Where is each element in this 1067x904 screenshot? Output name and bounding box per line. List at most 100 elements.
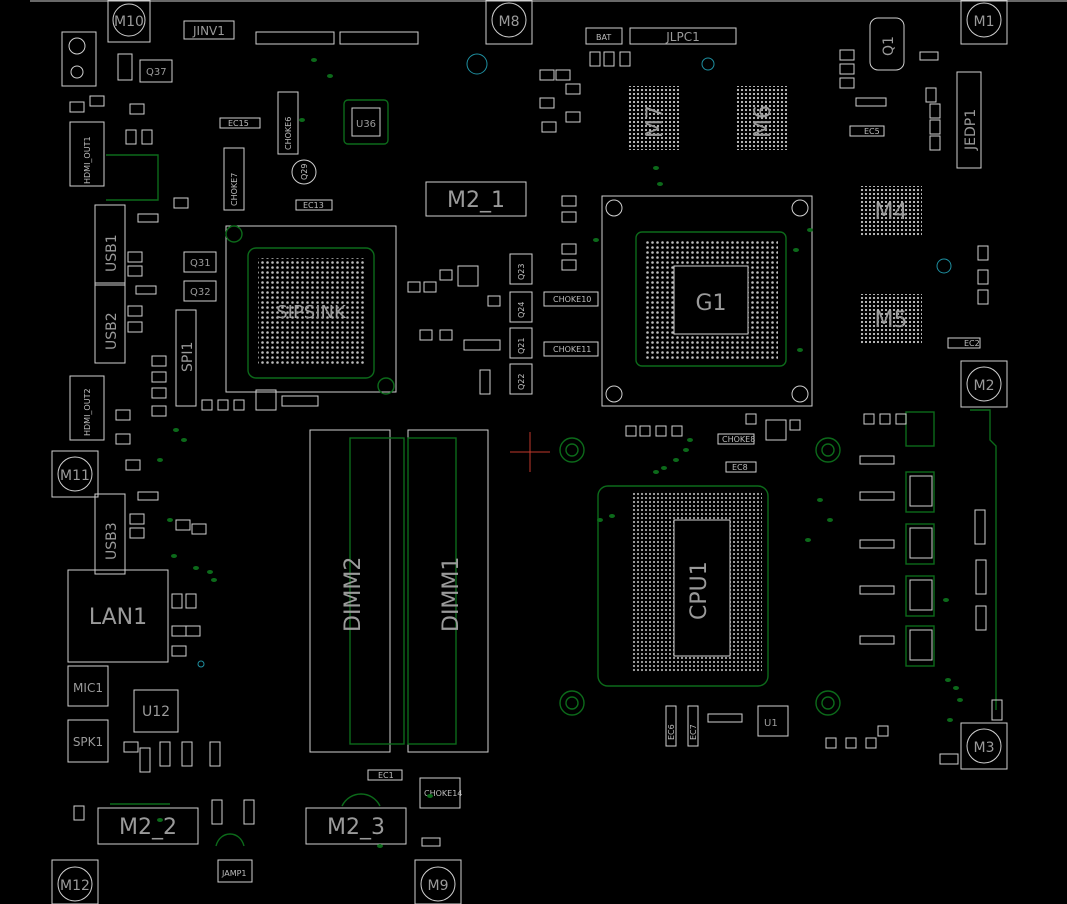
svg-text:SPI1: SPI1: [180, 342, 196, 372]
svg-text:U1: U1: [764, 718, 778, 729]
mount-hole-m11: M11: [51, 450, 99, 498]
choke11: CHOKE11: [543, 341, 599, 357]
via-pad: [327, 74, 333, 78]
svg-text:EC6: EC6: [667, 724, 676, 740]
via-pad: [817, 498, 823, 502]
cursor-crosshair: [510, 432, 550, 472]
q1-transistor: Q1: [869, 17, 905, 71]
passive-component: [839, 77, 855, 89]
ec2-capacitor: EC2: [947, 337, 981, 349]
hdmi-out2-connector: HDMI_OUT2: [69, 375, 105, 441]
mount-hole-m9: M9: [414, 859, 462, 904]
svg-text:Q21: Q21: [517, 338, 526, 354]
q23-transistor: Q23: [509, 253, 533, 285]
passive-component: [89, 95, 105, 107]
passive-component: [129, 513, 145, 525]
passive-component: [707, 713, 743, 723]
passive-component: [463, 339, 501, 351]
g1-chipset: G1: [601, 195, 813, 407]
passive-component: [929, 135, 941, 151]
passive-component: [877, 725, 889, 737]
svg-text:EC5: EC5: [864, 127, 880, 136]
q37-transistor: Q37: [139, 59, 173, 83]
passive-component: [115, 433, 131, 445]
passive-component: [865, 737, 877, 749]
mic1-jack: MIC1: [67, 665, 109, 707]
q24-transistor: Q24: [509, 291, 533, 323]
via-pad: [947, 718, 953, 722]
via-pad: [661, 466, 667, 470]
passive-component: [151, 355, 167, 367]
passive-component: [135, 285, 157, 295]
q29-transistor: Q29: [291, 159, 317, 185]
ec1-capacitor: EC1: [367, 769, 403, 781]
passive-component: [639, 425, 651, 437]
choke7: CHOKE7: [223, 147, 245, 211]
via-pad: [957, 698, 963, 702]
via-pad: [609, 514, 615, 518]
svg-text:Q24: Q24: [517, 302, 526, 318]
svg-text:Q22: Q22: [517, 374, 526, 390]
passive-component: [281, 395, 319, 407]
passive-component: [457, 265, 479, 287]
svg-text:HDMI_OUT2: HDMI_OUT2: [83, 388, 92, 436]
passive-component: [845, 737, 857, 749]
via-pad: [157, 818, 163, 822]
mount-hole-m2: M2: [960, 360, 1008, 408]
passive-component: [123, 741, 139, 753]
via-pad: [657, 182, 663, 186]
passive-component: [211, 799, 223, 825]
passive-component: [73, 805, 85, 821]
usb2-connector: USB2: [94, 282, 126, 364]
passive-component: [839, 49, 855, 61]
mount-hole-m10: M10: [107, 0, 151, 43]
u36-chip: U36: [343, 99, 389, 145]
svg-text:SPK1: SPK1: [73, 735, 103, 749]
svg-text:CHOKE10: CHOKE10: [553, 295, 591, 304]
passive-component: [69, 101, 85, 113]
passive-component: [125, 129, 137, 145]
ec6-capacitor: EC6: [665, 705, 677, 747]
dimm1-slot: DIMM1: [407, 429, 489, 753]
svg-text:Q37: Q37: [146, 67, 167, 78]
passive-component: [141, 129, 153, 145]
passive-component: [419, 329, 433, 341]
passive-component: [191, 523, 207, 535]
passive-component: [603, 51, 615, 67]
memory-chip-m6: M6: [736, 86, 788, 150]
passive-component: [555, 69, 571, 81]
ec5-capacitor: EC5: [849, 125, 885, 137]
passive-component: [151, 405, 167, 417]
svg-text:BAT: BAT: [596, 33, 611, 42]
svg-text:M2_2: M2_2: [119, 815, 177, 840]
power-stage-column: [859, 409, 997, 710]
svg-text:Q29: Q29: [300, 164, 309, 180]
svg-text:M2_1: M2_1: [447, 188, 505, 213]
svg-text:CHOKE7: CHOKE7: [230, 173, 239, 206]
svg-text:M3: M3: [974, 740, 995, 756]
passive-component: [671, 425, 683, 437]
passive-component: [895, 413, 907, 425]
u1-chip: U1: [757, 705, 789, 737]
passive-component: [243, 799, 255, 825]
svg-text:M2: M2: [974, 378, 995, 394]
ec8-capacitor: EC8: [725, 461, 757, 473]
passive-component: [181, 741, 193, 767]
via-pad: [593, 238, 599, 242]
svg-text:EC13: EC13: [303, 201, 324, 210]
via-pad: [653, 470, 659, 474]
memory-chip-m5: M5: [860, 294, 922, 344]
passive-component: [929, 103, 941, 119]
via-pad: [793, 248, 799, 252]
svg-text:M12: M12: [60, 878, 90, 894]
passive-component: [233, 399, 245, 411]
svg-text:M2_3: M2_3: [327, 815, 385, 840]
passive-components: [69, 49, 1003, 848]
passive-component: [977, 269, 989, 285]
via-pad: [797, 348, 803, 352]
choke14: CHOKE14: [419, 777, 462, 809]
passive-component: [139, 747, 151, 773]
svg-text:Q31: Q31: [190, 258, 211, 269]
svg-text:MIC1: MIC1: [73, 681, 103, 695]
soc-heatsink: SIPSINK: [225, 225, 397, 395]
